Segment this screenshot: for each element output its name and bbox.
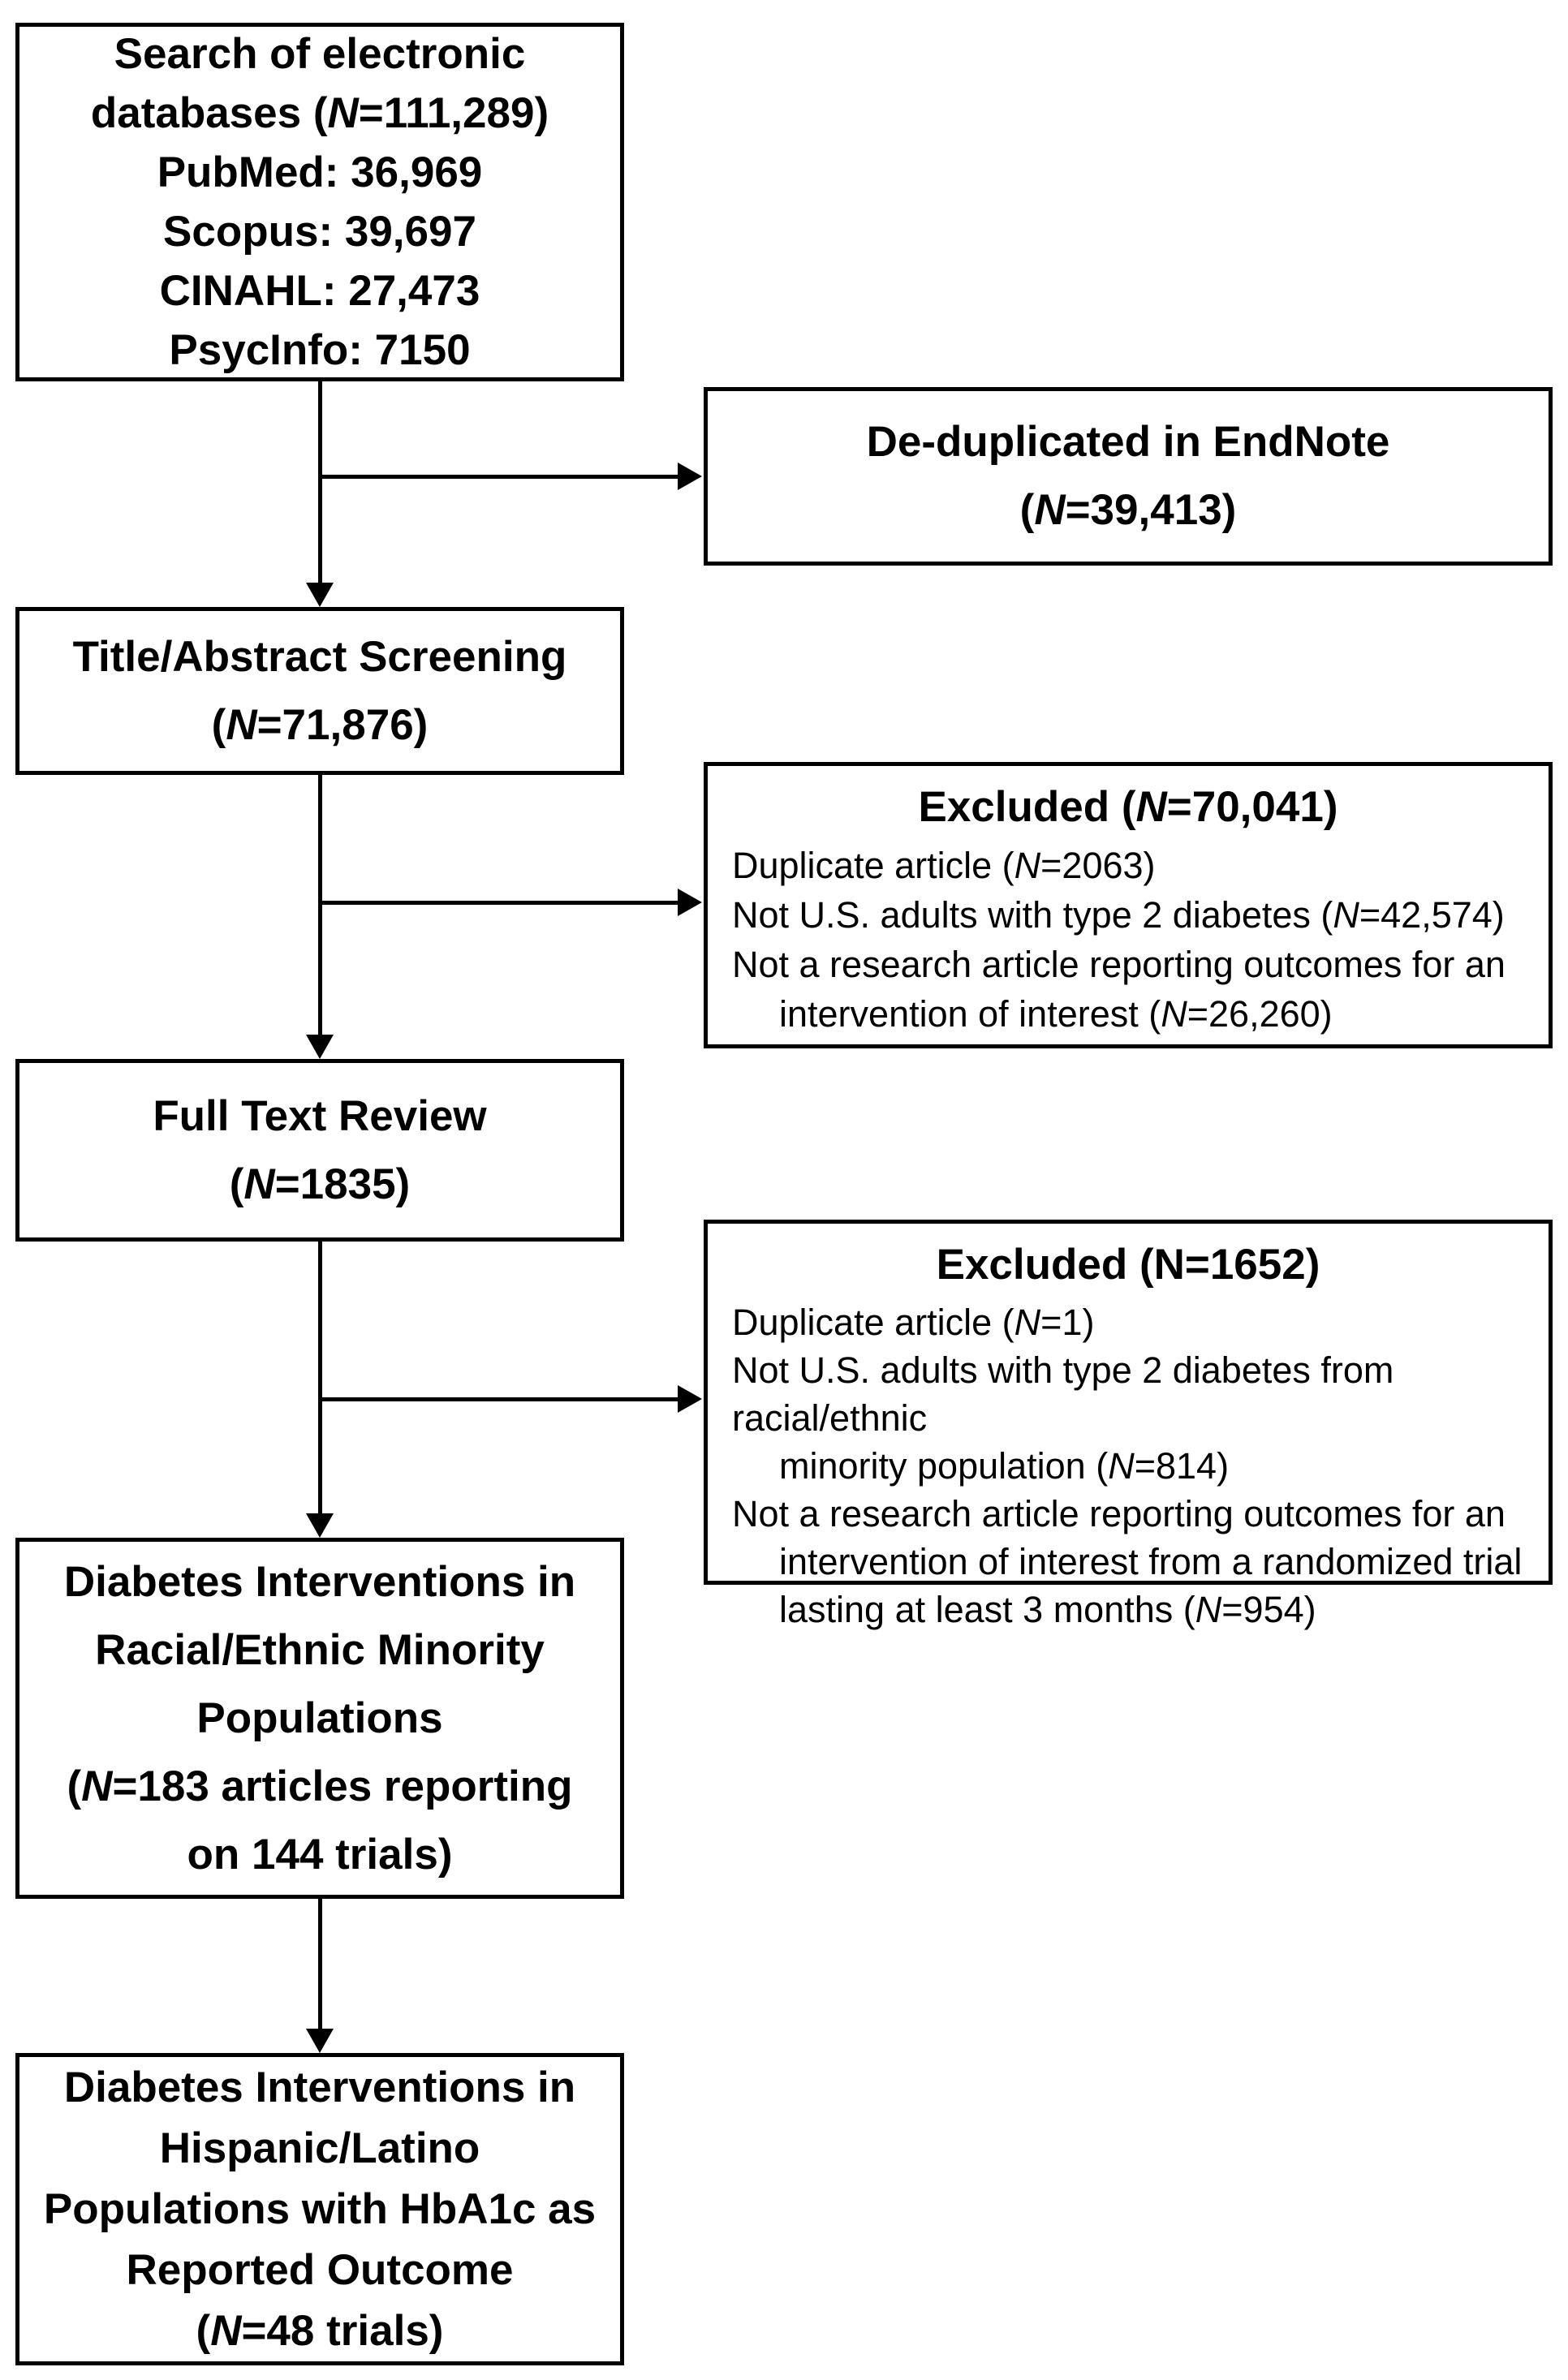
excluded-title: Excluded (N=1652): [936, 1241, 1320, 1289]
box-deduplicated-endnote: De-duplicated in EndNote (N=39,413): [704, 387, 1553, 566]
box-text-line: Racial/Ethnic Minority: [95, 1625, 545, 1674]
excluded-title: Excluded (N=70,041): [918, 783, 1338, 831]
connector-search-to-screening: [318, 381, 322, 584]
box-hispanic-interventions: Diabetes Interventions in Hispanic/Latino…: [15, 2053, 624, 2365]
branch-to-deduplicated: [320, 475, 678, 479]
box-text-line: (N=39,413): [1019, 486, 1237, 534]
down-arrowhead-icon: [306, 1513, 334, 1538]
connector-minority-to-hispanic: [318, 1899, 322, 2030]
box-minority-interventions: Diabetes Interventions in Racial/Ethnic M…: [15, 1538, 624, 1899]
box-text-line: Populations: [196, 1694, 443, 1742]
right-arrowhead-icon: [678, 463, 702, 490]
down-arrowhead-icon: [306, 1035, 334, 1059]
box-text-line: Hispanic/Latino: [159, 2124, 480, 2172]
box-text-line: Scopus: 39,697: [163, 208, 476, 256]
excluded-reason-line: Duplicate article (N=1): [732, 1302, 1095, 1343]
excluded-reason-line: intervention of interest from a randomiz…: [779, 1541, 1523, 1582]
box-excluded-full-text: Excluded (N=1652) Duplicate article (N=1)…: [704, 1220, 1553, 1630]
excluded-reason-line: Not U.S. adults with type 2 diabetes fro…: [732, 1349, 1394, 1439]
box-text-line: (N=1835): [229, 1160, 411, 1208]
branch-to-excluded-full-text: [320, 1397, 678, 1401]
box-text-line: Diabetes Interventions in: [63, 2064, 576, 2111]
branch-to-excluded-title-abstract: [320, 901, 678, 905]
down-arrowhead-icon: [306, 2029, 334, 2053]
excluded-reason-line: lasting at least 3 months (N=954): [779, 1589, 1316, 1630]
box-text-line: Diabetes Interventions in: [63, 1557, 576, 1606]
excluded-reason-line: intervention of interest (N=26,260): [779, 993, 1333, 1035]
box-text-line: on 144 trials): [187, 1830, 453, 1879]
box-text-line: De-duplicated in EndNote: [866, 418, 1390, 466]
excluded-reason-line: Not a research article reporting outcome…: [732, 1493, 1506, 1534]
box-excluded-title-abstract: Excluded (N=70,041) Duplicate article (N=…: [704, 762, 1553, 1048]
box-text-line: PubMed: 36,969: [157, 148, 483, 196]
box-text-line: (N=183 articles reporting: [67, 1762, 573, 1810]
box-full-text-review: Full Text Review (N=1835): [15, 1059, 624, 1242]
excluded-reason-line: Not a research article reporting outcome…: [732, 944, 1506, 985]
down-arrowhead-icon: [306, 583, 334, 607]
excluded-reason-line: Not U.S. adults with type 2 diabetes (N=…: [732, 894, 1505, 936]
box-text-line: (N=48 trials): [196, 2307, 444, 2355]
box-text-line: Reported Outcome: [126, 2246, 514, 2294]
box-text-line: Populations with HbA1c as: [43, 2185, 597, 2233]
box-text-line: databases (N=111,289): [90, 89, 549, 137]
right-arrowhead-icon: [678, 1385, 702, 1413]
excluded-reason-line: Duplicate article (N=2063): [732, 845, 1156, 886]
box-title-abstract-screening: Title/Abstract Screening (N=71,876): [15, 607, 624, 775]
box-text-line: PsycInfo: 7150: [169, 326, 471, 374]
box-text-line: Search of electronic: [114, 30, 526, 78]
right-arrowhead-icon: [678, 889, 702, 916]
excluded-reason-line: minority population (N=814): [779, 1445, 1230, 1487]
box-text-line: CINAHL: 27,473: [159, 267, 480, 315]
connector-fulltext-to-minority: [318, 1242, 322, 1515]
box-text-line: (N=71,876): [211, 700, 429, 749]
box-text-line: Title/Abstract Screening: [72, 632, 567, 681]
connector-screening-to-fulltext: [318, 775, 322, 1036]
box-search-databases: Search of electronic databases (N=111,289…: [15, 23, 624, 381]
box-text-line: Full Text Review: [153, 1091, 487, 1140]
